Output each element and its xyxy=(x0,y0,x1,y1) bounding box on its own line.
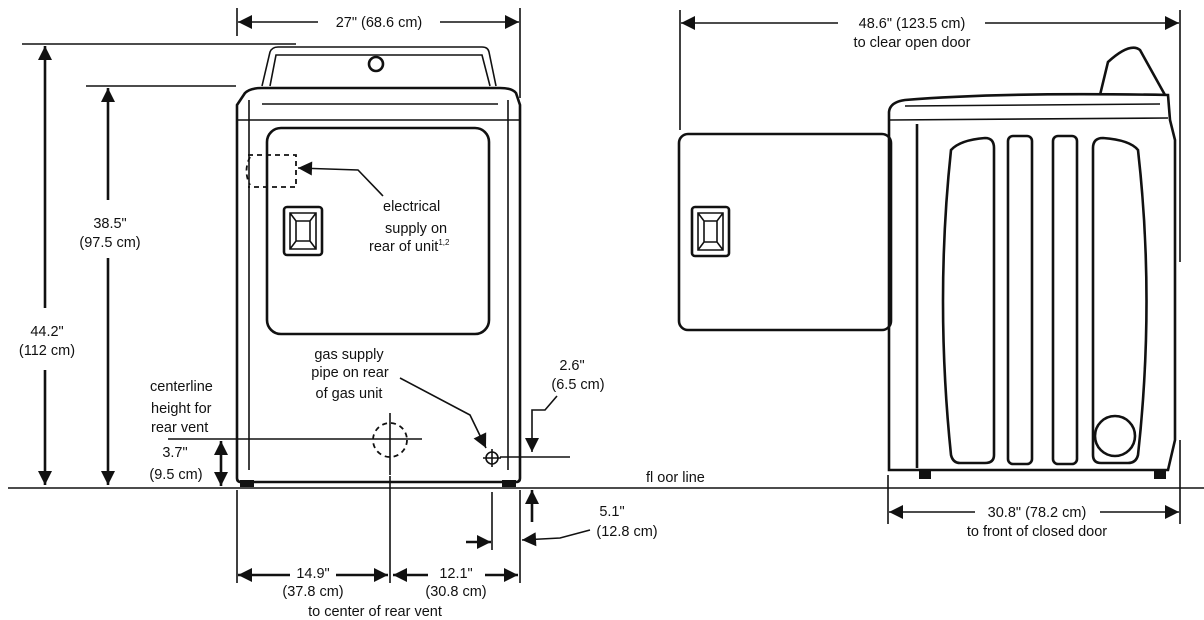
dimension-vent-position: 14.9" (37.8 cm) 12.1" (30.8 cm) to cente… xyxy=(236,476,521,620)
electrical-supply-callout: electrical supply on rear of unit1,2 xyxy=(245,154,450,255)
total-height-inches: 44.2" xyxy=(30,324,63,340)
gas-supply-callout: gas supply pipe on rear of gas unit 2.6"… xyxy=(311,347,605,467)
vent-left-cm: (37.8 cm) xyxy=(282,584,343,600)
vent-height-cm: (9.5 cm) xyxy=(149,467,202,483)
body-height-cm: (97.5 cm) xyxy=(79,235,140,251)
door-handle-side xyxy=(690,205,731,258)
vent-left-inches: 14.9" xyxy=(296,566,329,582)
open-door-depth-note: to clear open door xyxy=(854,35,971,51)
door-handle xyxy=(282,205,324,257)
gas-pipe-symbol xyxy=(483,449,501,467)
closed-door-depth-note: to front of closed door xyxy=(967,524,1107,540)
dimension-total-height: 44.2" (112 cm) xyxy=(19,43,296,485)
vent-right-inches: 12.1" xyxy=(439,566,472,582)
vent-circle xyxy=(1093,414,1137,458)
electrical-label-2: supply on xyxy=(385,221,447,237)
vent-height-inches: 3.7" xyxy=(162,445,187,461)
dimension-gas-offset: 5.1" (12.8 cm) xyxy=(466,490,658,549)
vent-label-1: centerline xyxy=(150,379,213,395)
floor-line-label: fl oor line xyxy=(646,470,705,486)
gas-height-inches: 2.6" xyxy=(559,358,584,374)
front-view-dryer xyxy=(235,46,522,487)
electrical-label-1: electrical xyxy=(383,199,440,215)
gas-offset-cm: (12.8 cm) xyxy=(596,524,657,540)
total-height-cm: (112 cm) xyxy=(19,343,75,359)
control-knob xyxy=(367,55,385,73)
width-label: 27" (68.6 cm) xyxy=(336,15,423,31)
side-view-dryer xyxy=(677,46,1177,479)
dimension-closed-door-depth: 30.8" (78.2 cm) to front of closed door xyxy=(887,440,1181,540)
electrical-label-3: rear of unit1,2 xyxy=(369,238,450,255)
open-door-depth-value: 48.6" (123.5 cm) xyxy=(859,16,966,32)
vent-right-cm: (30.8 cm) xyxy=(425,584,486,600)
gas-height-cm: (6.5 cm) xyxy=(551,377,604,393)
gas-label-2: pipe on rear xyxy=(311,365,389,381)
dimension-body-height: 38.5" (97.5 cm) xyxy=(79,85,236,485)
closed-door-depth-value: 30.8" (78.2 cm) xyxy=(988,505,1087,521)
rear-vent-callout: centerline height for rear vent 3.7" (9.… xyxy=(149,379,422,486)
body-height-inches: 38.5" xyxy=(93,216,126,232)
gas-label-1: gas supply xyxy=(314,347,384,363)
dimension-open-door-depth: 48.6" (123.5 cm) to clear open door xyxy=(679,10,1181,262)
vent-label-2: height for xyxy=(151,401,212,417)
rear-vent-symbol xyxy=(372,422,408,458)
vent-note: to center of rear vent xyxy=(308,604,442,620)
gas-label-3: of gas unit xyxy=(316,386,383,402)
door-window xyxy=(265,126,491,336)
gas-offset-inches: 5.1" xyxy=(599,504,624,520)
vent-label-3: rear vent xyxy=(151,420,208,436)
dimension-width: 27" (68.6 cm) xyxy=(236,8,521,98)
open-door xyxy=(677,132,893,332)
